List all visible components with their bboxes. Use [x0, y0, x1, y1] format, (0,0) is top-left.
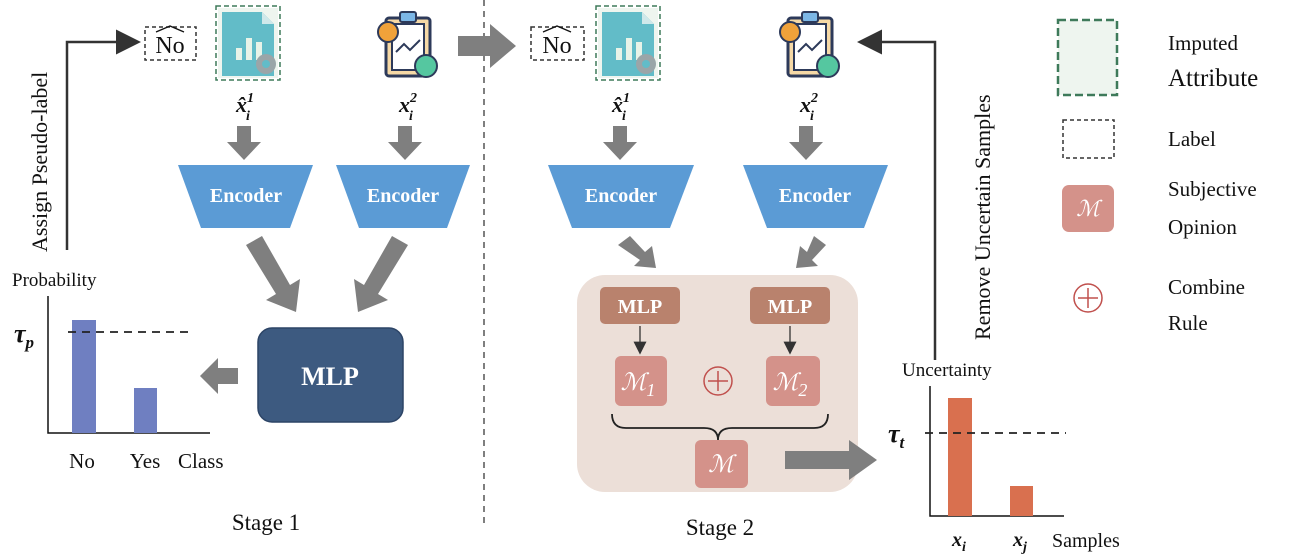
- combine-rule-icon: [703, 366, 733, 396]
- legend-opinion-text: Opinion: [1168, 215, 1237, 239]
- category-yes: Yes: [130, 449, 161, 473]
- opinion-combined: [695, 440, 748, 488]
- encoder-2-label: Encoder: [779, 185, 851, 207]
- remove-arrow: [857, 29, 937, 360]
- mlp-label: MLP: [301, 362, 359, 391]
- encoder-1-label: Encoder: [585, 185, 657, 207]
- samples-axis-label: Samples: [1052, 530, 1120, 552]
- assign-pseudo-label-text: Assign Pseudo-label: [27, 72, 52, 252]
- opinion-m1-label: ℳ1: [621, 370, 656, 400]
- encoder-2-label: Encoder: [367, 185, 439, 207]
- category-no: No: [69, 449, 95, 473]
- opinion-m1: [615, 356, 667, 406]
- down-arrow: [388, 126, 422, 160]
- to-uncertainty-arrow: [785, 440, 877, 480]
- threshold-p-label: τp: [14, 319, 34, 352]
- sample-xi-label: xi: [951, 529, 966, 555]
- legend-label-swatch: [1062, 119, 1115, 159]
- bar-yes: [134, 388, 157, 433]
- uncertainty-axis-label: Uncertainty: [902, 360, 992, 381]
- imputed-attribute-icon: [598, 8, 658, 78]
- bar-xi: [948, 398, 972, 516]
- opinion-combined-label: ℳ: [708, 452, 737, 478]
- threshold-t-label: τt: [888, 419, 906, 452]
- pseudo-label-box: [530, 26, 585, 61]
- class-axis-label: Class: [178, 449, 224, 473]
- legend-imputed-text: Imputed: [1168, 31, 1238, 55]
- down-arrow: [603, 126, 637, 160]
- probability-axis-label: Probability: [12, 270, 97, 291]
- opinion-m2-label: ℳ2: [773, 370, 808, 400]
- stage1-title: Stage 1: [232, 510, 300, 535]
- mlp-2-label: MLP: [768, 296, 812, 318]
- sample-xj-label: xj: [1012, 529, 1027, 555]
- encoder-1: [178, 165, 313, 228]
- imputed-border: [595, 5, 661, 81]
- encoder-2: [336, 165, 470, 228]
- diag-arrow: [354, 236, 408, 312]
- combine-rule-plus: [708, 371, 728, 391]
- encoder-1-label: Encoder: [210, 185, 282, 207]
- diag-arrow: [796, 236, 826, 268]
- mlp-block: [257, 327, 404, 423]
- legend-imputed-swatch: [1056, 18, 1119, 97]
- legend-combine-text: Rule: [1168, 311, 1208, 335]
- pseudo-label-text: No: [155, 33, 184, 59]
- down-arrow: [789, 126, 823, 160]
- mlp-1-label: MLP: [618, 296, 662, 318]
- imputed-attribute-icon: [218, 8, 278, 78]
- stage2-title: Stage 2: [686, 515, 754, 540]
- left-arrow: [200, 358, 238, 394]
- legend-imputed-text: Attribute: [1168, 65, 1258, 92]
- legend-combine-icon: [1073, 283, 1103, 313]
- legend-opinion-text: Subjective: [1168, 177, 1257, 201]
- stage-transition-arrow: [458, 24, 516, 68]
- attribute-clipboard-icon: [778, 10, 841, 79]
- hat-mark: [542, 25, 572, 33]
- legend-opinion-symbol: ℳ: [1076, 196, 1103, 221]
- legend-combine-plus: [1078, 288, 1098, 308]
- pseudo-label-text: No: [542, 33, 571, 59]
- mlp-1: [600, 287, 680, 324]
- bar-no: [72, 320, 96, 433]
- bar-xj: [1010, 486, 1033, 516]
- imputed-border: [215, 5, 281, 81]
- diag-arrow: [246, 236, 300, 312]
- opinion-m2: [766, 356, 820, 406]
- legend-combine-text: Combine: [1168, 275, 1245, 299]
- down-arrow: [227, 126, 261, 160]
- legend-opinion-swatch: [1062, 185, 1114, 232]
- encoder-1: [548, 165, 694, 228]
- hat-mark: [155, 25, 185, 33]
- mlp-2: [750, 287, 830, 324]
- assign-arrow: [65, 29, 141, 250]
- remove-uncertain-text: Remove Uncertain Samples: [970, 94, 995, 340]
- encoder-2: [743, 165, 888, 228]
- diag-arrow: [618, 236, 656, 268]
- legend-label-text: Label: [1168, 127, 1216, 151]
- attribute-clipboard-icon: [376, 10, 439, 79]
